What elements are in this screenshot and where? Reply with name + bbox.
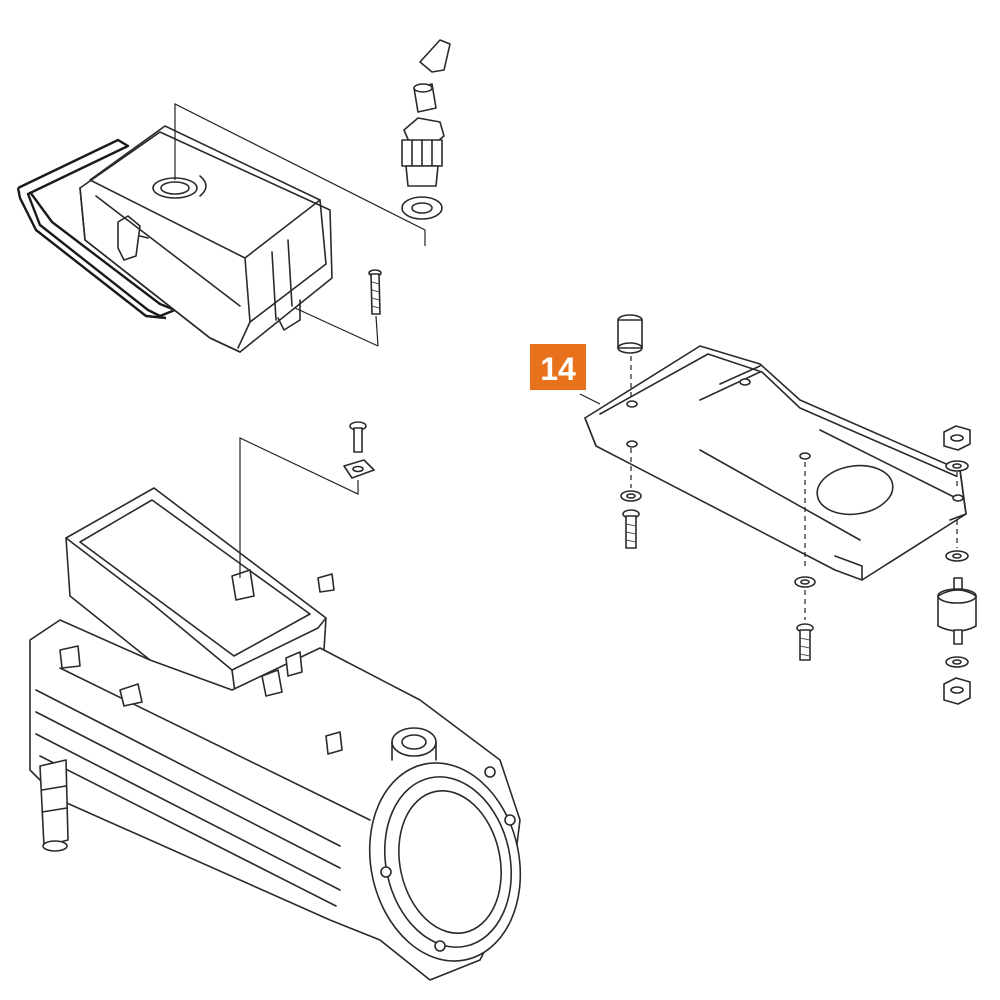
pump-housing xyxy=(29,487,522,981)
mounting-plate xyxy=(579,345,967,581)
part-callout-14: 14 xyxy=(530,344,586,390)
spacer-sleeve xyxy=(617,314,643,400)
cover-leaders xyxy=(174,103,426,347)
housing-screw xyxy=(239,421,375,578)
plate-bolt-left xyxy=(620,448,642,549)
rubber-mount xyxy=(937,425,977,705)
cover-screw xyxy=(368,269,382,347)
plate-bolt-middle xyxy=(794,462,816,661)
cover-gasket xyxy=(16,138,177,320)
pump-cover xyxy=(79,125,333,353)
hose-fitting xyxy=(401,39,451,220)
callout-label: 14 xyxy=(540,351,576,387)
